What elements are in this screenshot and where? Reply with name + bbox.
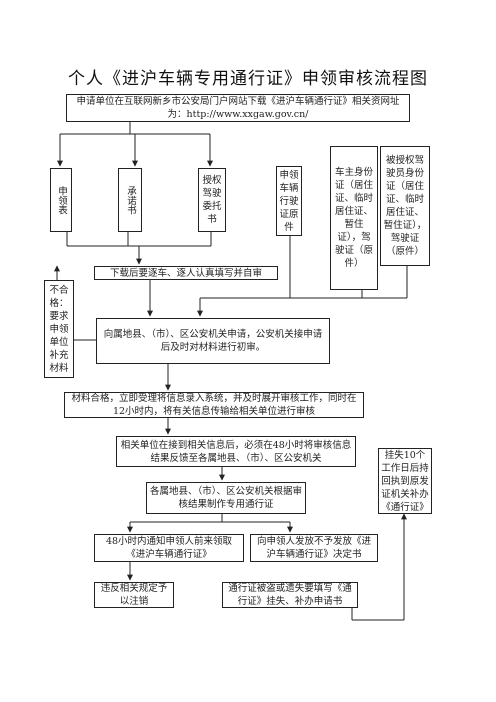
reject-label: 不合格：要求申领单位补充材料 [49, 284, 69, 374]
form-box: 申领表 [50, 168, 72, 232]
reissue-label: 挂失10个工作日后持回执到原发证机关补办《通行证》 [381, 449, 429, 513]
fill-in-box: 下载后要逐车、逐人认真填写并自审 [94, 266, 278, 280]
form-label: 申领表 [56, 185, 67, 215]
reject-box: 不合格：要求申领单位补充材料 [44, 280, 74, 378]
promise-box: 承诺书 [118, 168, 142, 232]
notify-box: 48小时内通知申领人前来领取《进沪车辆通行证》 [94, 534, 244, 562]
promise-label: 承诺书 [125, 185, 136, 215]
deny-box: 向申领人发放不予发放《进沪车辆通行证》决定书 [250, 534, 378, 562]
cancel-box: 违反相关规定予以注销 [94, 582, 174, 608]
license-copy-box: 申领车辆行驶证原件 [276, 166, 302, 236]
lost-box: 通行证被盗或遗失要填写《通行证》挂失、补办申请书 [222, 582, 358, 608]
reissue-box: 挂失10个工作日后持回执到原发证机关补办《通行证》 [378, 448, 432, 514]
qualified-box: 材料合格，立即受理将信息录入系统，并及时展开审核工作，同时在12小时内，将有关信… [64, 392, 364, 418]
owner-id-box: 车主身份证（居住证、临时居住证、暂住证），驾驶证（原件） [330, 146, 378, 290]
authorization-label: 授权驾驶委托书 [202, 175, 222, 225]
submit-box: 向属地县、（市）、区公安机关申请，公安机关接申请后及时对材料进行初审。 [96, 318, 330, 364]
agent-id-box: 被授权驾驶员身份证（居住证、临时居住证、暂住证），驾驶证（原件） [380, 146, 430, 266]
agent-id-label: 被授权驾驶员身份证（居住证、临时居住证、暂住证），驾驶证（原件） [383, 155, 427, 257]
authorization-box: 授权驾驶委托书 [198, 168, 226, 232]
license-copy-label: 申领车辆行驶证原件 [279, 169, 299, 233]
produce-box: 各属地县、（市）、区公安机关根据审核结果制作专用通行证 [146, 482, 306, 514]
page-title: 个人《进沪车辆专用通行证》申领审核流程图 [68, 69, 428, 89]
download-box: 申请单位在互联网新乡市公安局门户网站下载《进沪车辆通行证》相关资网址为：http… [66, 94, 410, 122]
owner-id-label: 车主身份证（居住证、临时居住证、暂住证），驾驶证（原件） [334, 167, 373, 269]
feedback-box: 相关单位在接到相关信息后，必须在48小时将审核信息结果反馈至各属地县、（市）、区… [116, 436, 356, 467]
